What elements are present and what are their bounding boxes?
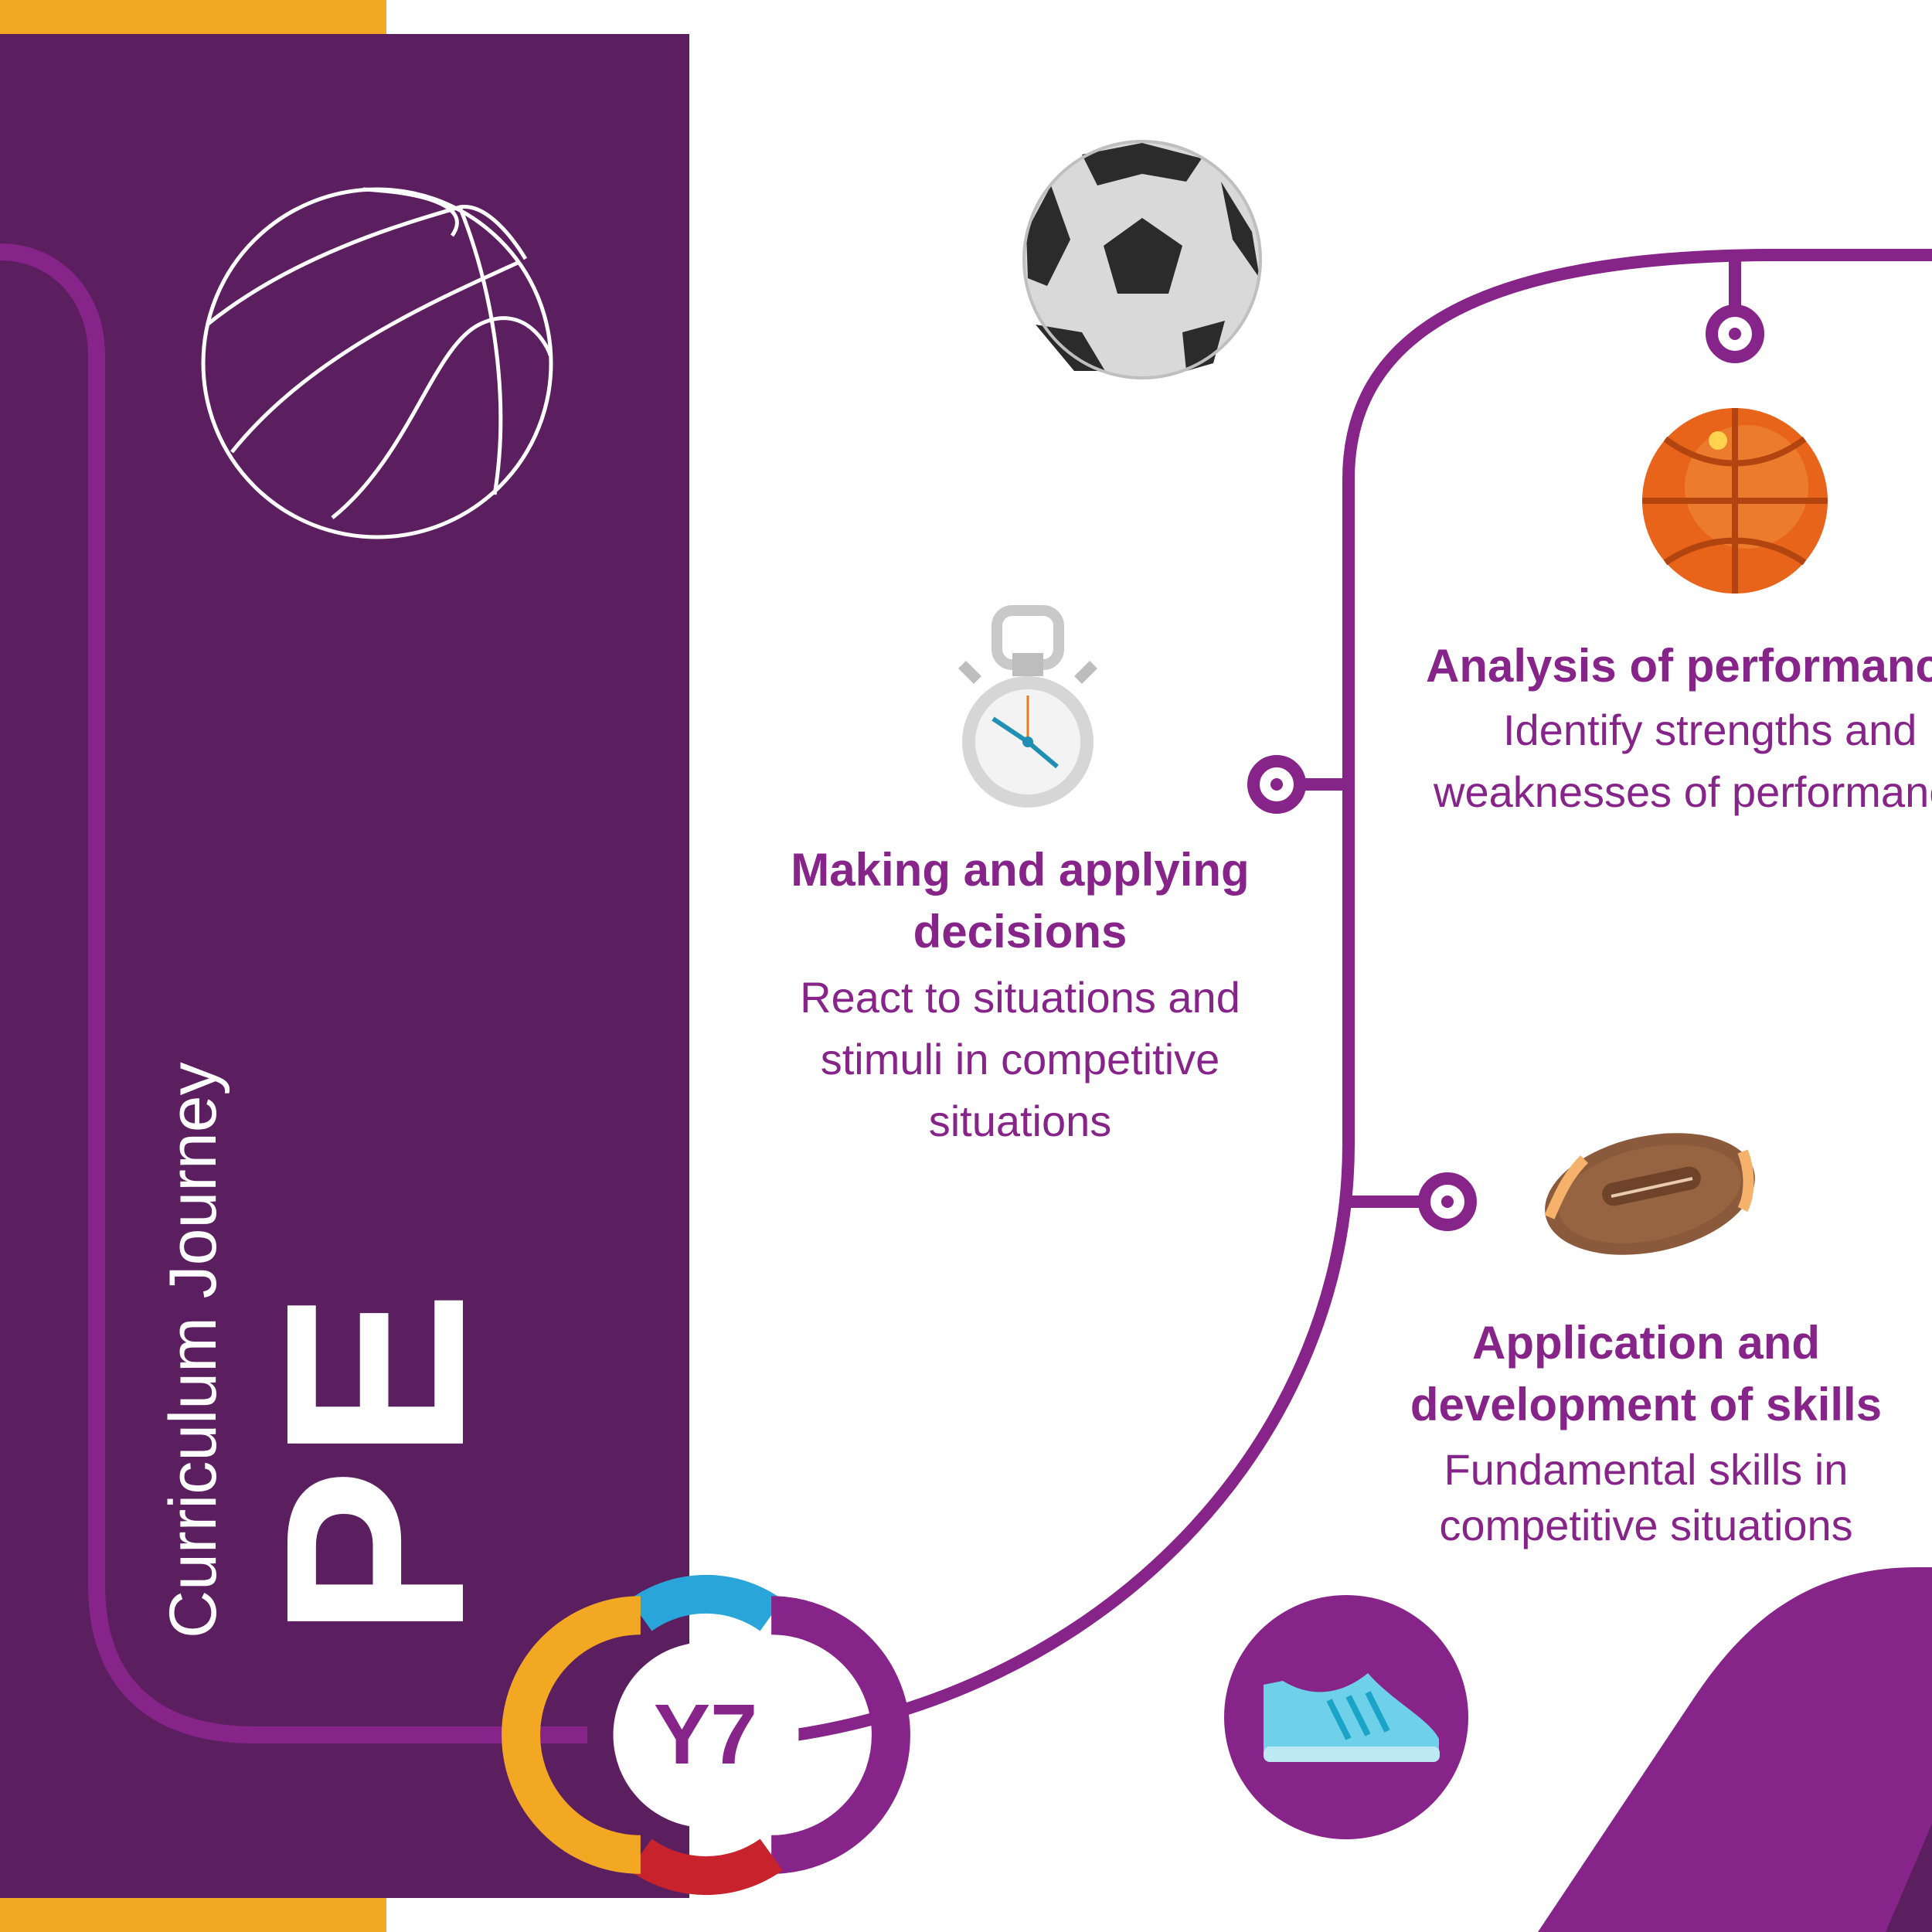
stopwatch-icon xyxy=(958,605,1097,808)
year-badge-label: Y7 xyxy=(653,1687,758,1782)
football-icon xyxy=(1022,140,1262,379)
topic-analysis-body: Identify strengths and weaknesses of per… xyxy=(1434,699,1932,823)
decor-ribbon xyxy=(1538,1567,1932,1932)
topic-making-decisions-body: React to situations and stimuli in compe… xyxy=(726,967,1314,1152)
year-badge-ring xyxy=(502,1575,910,1895)
connector-right xyxy=(1349,1172,1477,1231)
decor-ribbon-dark xyxy=(1886,1824,1932,1932)
topic-application-heading: Application and development of skills xyxy=(1368,1312,1924,1436)
panel-track-line xyxy=(0,243,587,1743)
body-line: weaknesses of performance xyxy=(1434,767,1932,816)
body-line: stimuli in competitive xyxy=(820,1035,1220,1083)
connector-left xyxy=(1247,755,1349,814)
title-panel xyxy=(0,34,689,1898)
bottom-accent-bar xyxy=(0,1898,386,1932)
panel-subtitle: Curriculum Journey xyxy=(156,1062,230,1638)
body-line: situations xyxy=(928,1097,1112,1145)
body-line: competitive situations xyxy=(1439,1501,1853,1549)
basketball-icon xyxy=(1642,408,1828,594)
topic-making-decisions-heading: Making and applying decisions xyxy=(726,839,1314,963)
topic-analysis-heading: Analysis of performance xyxy=(1426,635,1932,697)
connector-top xyxy=(1706,258,1764,363)
body-line: Fundamental skills in xyxy=(1444,1445,1849,1494)
topic-application-body: Fundamental skills in competitive situat… xyxy=(1368,1442,1924,1553)
rugby-ball-icon xyxy=(1544,1133,1755,1255)
panel-title: PE xyxy=(232,1282,517,1638)
basketball-outline-icon xyxy=(201,187,553,539)
trainer-shoe-icon xyxy=(1224,1595,1468,1839)
body-line: React to situations and xyxy=(800,973,1240,1022)
top-accent-bar xyxy=(0,0,386,34)
heading-line: decisions xyxy=(913,906,1128,957)
heading-line: Application and xyxy=(1472,1317,1820,1369)
journey-track-line xyxy=(794,249,1932,1741)
heading-line: development of skills xyxy=(1410,1379,1883,1430)
body-line: Identify strengths and xyxy=(1503,706,1917,754)
heading-line: Making and applying xyxy=(791,844,1250,896)
heading-line: Analysis of performance xyxy=(1426,640,1932,692)
